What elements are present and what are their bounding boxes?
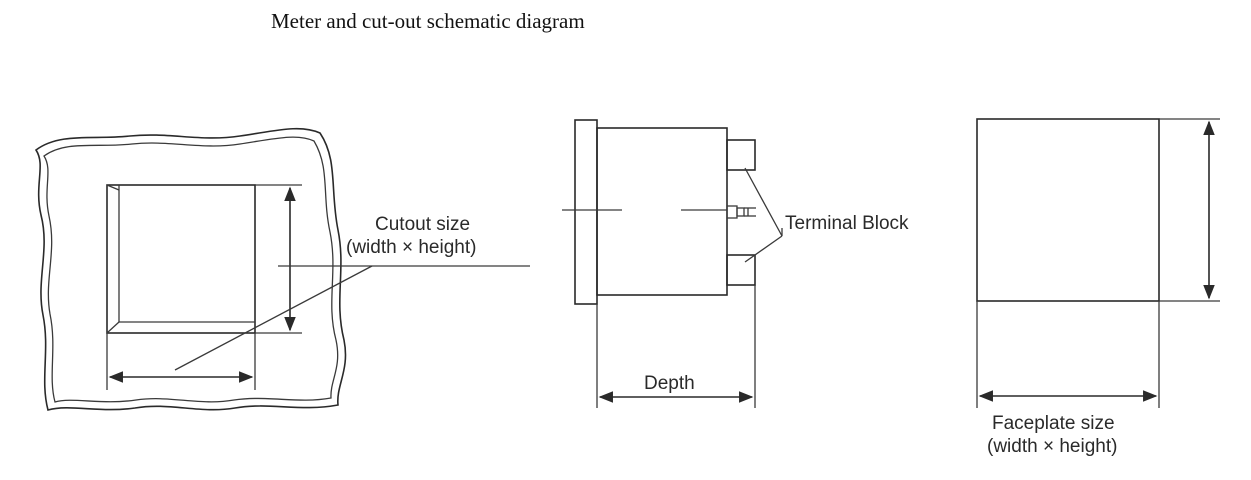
faceplate-front-view: Faceplate size (width × height) xyxy=(976,118,1220,457)
faceplate-size-sublabel: (width × height) xyxy=(987,436,1117,457)
cutout-square xyxy=(106,184,256,334)
cutout-size-sublabel: (width × height) xyxy=(346,237,476,258)
meter-body xyxy=(596,127,728,296)
depth-label: Depth xyxy=(644,373,695,394)
faceplate-square xyxy=(976,118,1160,302)
cutout-size-label: Cutout size xyxy=(375,214,470,235)
panel-outline-inner xyxy=(43,136,339,403)
faceplate-size-label: Faceplate size xyxy=(992,413,1115,434)
terminal-top xyxy=(726,139,756,171)
page-title: Meter and cut-out schematic diagram xyxy=(271,9,585,33)
terminal-block-label: Terminal Block xyxy=(785,213,909,234)
meter-side-view: Terminal Block Depth xyxy=(562,119,909,408)
panel-outline xyxy=(34,127,347,411)
meter-faceplate-edge xyxy=(574,119,598,305)
terminal-bottom xyxy=(726,254,756,286)
panel-cutout-view: Cutout size (width × height) xyxy=(34,127,530,411)
